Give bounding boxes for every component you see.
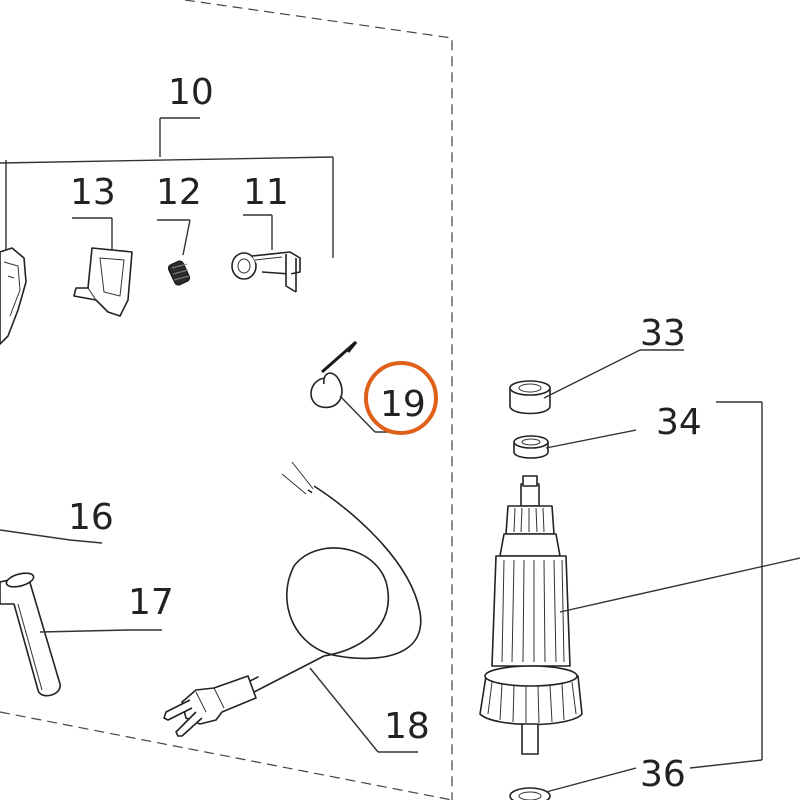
- label-18[interactable]: 18: [384, 706, 430, 747]
- part-36-bearing: [509, 767, 637, 800]
- leader-18: [309, 667, 418, 753]
- label-10[interactable]: 10: [168, 72, 214, 113]
- label-34[interactable]: 34: [656, 402, 702, 443]
- part-34-bearing: [513, 429, 637, 459]
- label-16[interactable]: 16: [68, 497, 114, 538]
- part-17-cord-protector: [0, 572, 61, 697]
- leader-11: [243, 214, 273, 250]
- label-12[interactable]: 12: [156, 172, 202, 213]
- part-12-spring: [167, 260, 191, 286]
- leader-12: [157, 219, 191, 256]
- part-11-terminal: [231, 251, 301, 293]
- part-35-armature: [479, 475, 583, 755]
- group-10-bracket: [0, 117, 334, 262]
- highlight-circle-19: [364, 361, 438, 435]
- group-34-36-bracket: [689, 401, 763, 769]
- leader-35: [559, 557, 800, 613]
- part-13-clip: [73, 247, 133, 317]
- leader-13: [72, 217, 113, 254]
- label-36[interactable]: 36: [640, 754, 686, 795]
- label-19[interactable]: 19: [380, 384, 426, 425]
- part-18-power-cord: [163, 461, 422, 737]
- leader-16: [0, 529, 103, 544]
- part-10-housing-partial: [0, 247, 27, 345]
- part-33-bearing: [509, 349, 684, 415]
- label-33[interactable]: 33: [640, 313, 686, 354]
- leader-17: [39, 629, 162, 633]
- label-13[interactable]: 13: [70, 172, 116, 213]
- label-17[interactable]: 17: [128, 582, 174, 623]
- label-11[interactable]: 11: [243, 172, 289, 213]
- dashed-boundary: [0, 0, 453, 800]
